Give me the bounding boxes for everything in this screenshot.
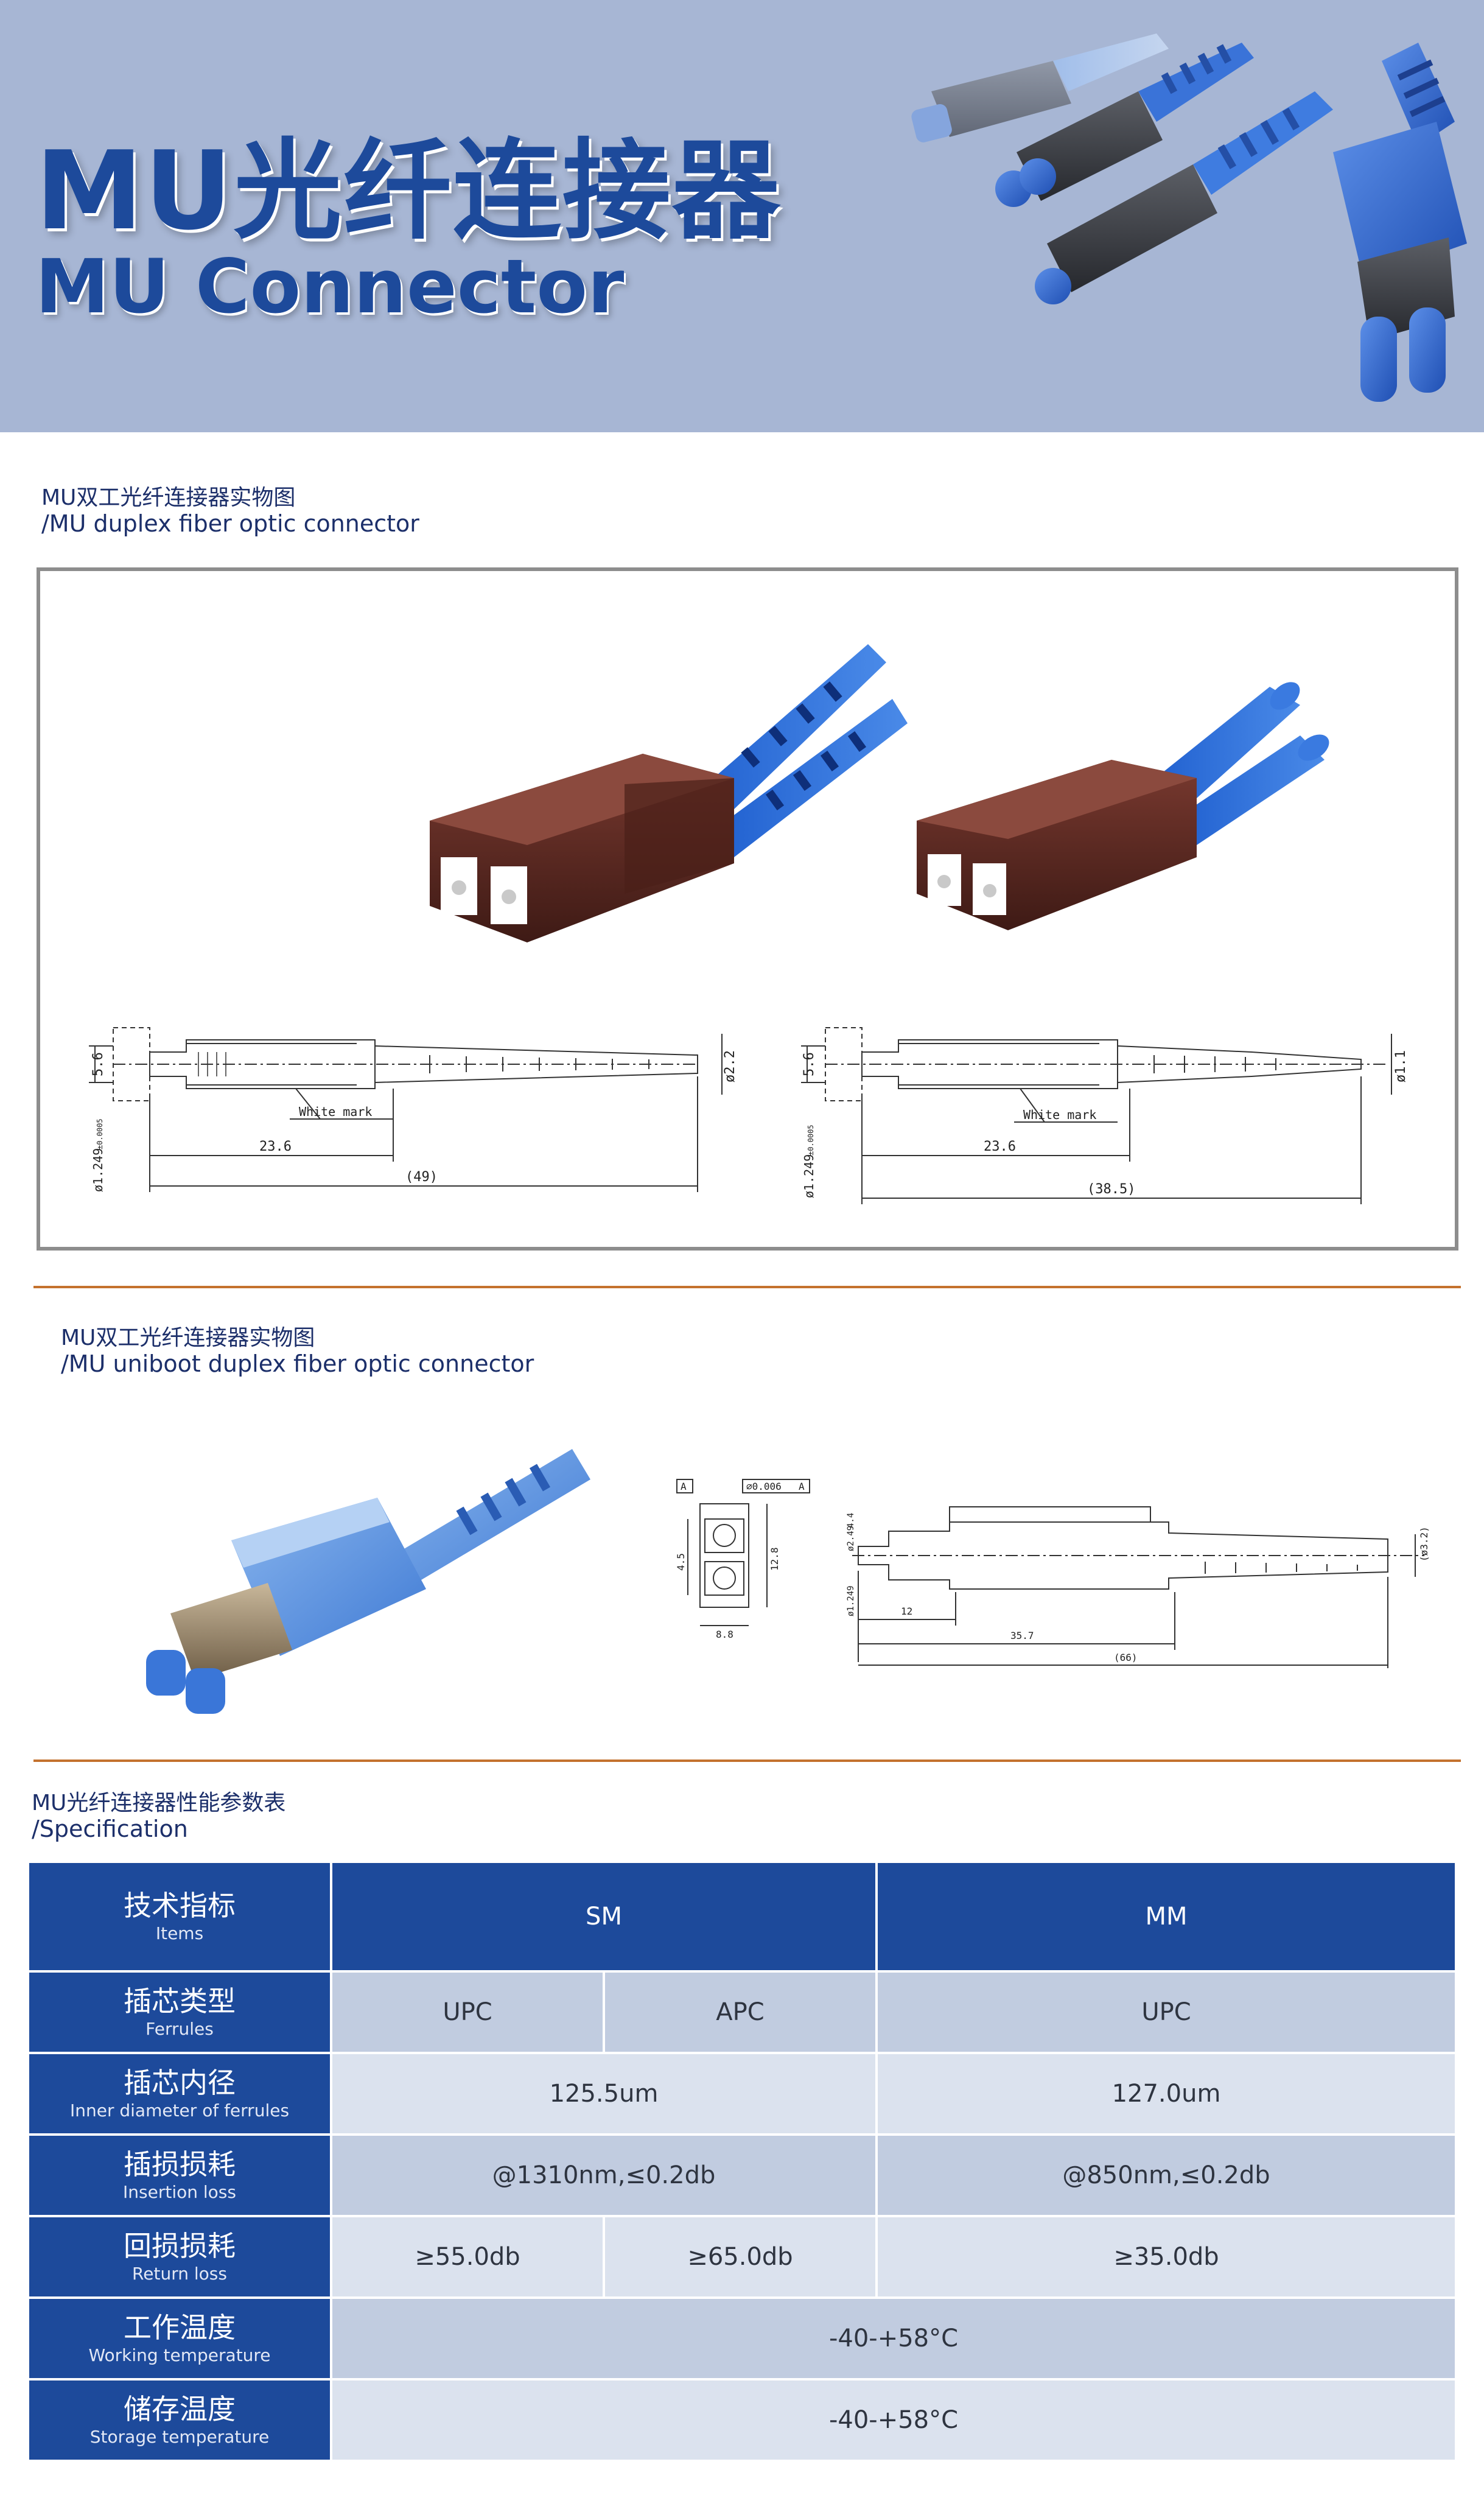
table-header-row: 技术指标 Items SM MM <box>29 1863 1455 1970</box>
uniboot-dim-tip: (ø3.2) <box>1418 1526 1430 1562</box>
section-divider-2 <box>33 1759 1461 1762</box>
uniboot-dim-v1: 4.5 <box>675 1553 687 1571</box>
header-sm: SM <box>330 1863 875 1970</box>
section1-caption-cn: MU双工光纤连接器实物图 <box>41 485 296 510</box>
uniboot-connector-photo <box>146 1449 590 1714</box>
cell-sm: 125.5um <box>330 2052 875 2133</box>
left-note-white-mark: White mark <box>299 1104 372 1119</box>
right-dim-len1: 23.6 <box>984 1139 1016 1154</box>
cell-sm-apc: ≥65.0db <box>603 2215 875 2296</box>
right-dim-diameter: ø1.249 <box>802 1154 816 1198</box>
section3-caption-cn: MU光纤连接器性能参数表 <box>32 1791 286 1816</box>
cell-mm: ≥35.0db <box>875 2215 1455 2296</box>
uniboot-dim-v2: 12.8 <box>769 1547 780 1571</box>
hero-connector-front-dark <box>1035 91 1333 304</box>
right-dim-height: 5.6 <box>802 1052 817 1076</box>
duplex-connector-photo-left <box>430 644 908 942</box>
uniboot-drawing: A ⌀0.006 A 4.5 12.8 8.8 ø2.49 4.4 ø1.249… <box>675 1479 1430 1668</box>
section2-caption-cn: MU双工光纤连接器实物图 <box>61 1325 315 1350</box>
duplex-connector-photo-right <box>917 682 1329 930</box>
header-mm: MM <box>875 1863 1455 1970</box>
cell-mm: UPC <box>875 1970 1455 2052</box>
cell-mm: @850nm,≤0.2db <box>875 2133 1455 2215</box>
uniboot-dim-12: 12 <box>901 1605 912 1617</box>
uniboot-dim-d1: ø2.49 <box>846 1526 856 1551</box>
uniboot-dim-d3: ø1.249 <box>846 1585 856 1616</box>
hero-connector-back <box>911 33 1169 142</box>
hero-connector-uniboot <box>1333 43 1467 402</box>
cell-all: -40-+58°C <box>330 2296 1455 2378</box>
duplex-connector-frame: 5.6 ø1.249 ±0.0005 ø2.2 White mark 23.6 … <box>37 567 1458 1251</box>
hero-connector-middle <box>995 43 1254 207</box>
cell-mm: 127.0um <box>875 2052 1455 2133</box>
right-dim-tol: ±0.0005 <box>807 1124 815 1156</box>
duplex-drawing-left: 5.6 ø1.249 ±0.0005 ø2.2 White mark 23.6 … <box>89 1027 738 1192</box>
uniboot-datum-a: A <box>681 1481 687 1492</box>
hero-banner: MU光纤连接器 MU Connector <box>0 0 1484 432</box>
cell-all: -40-+58°C <box>330 2378 1455 2460</box>
cell-sm: @1310nm,≤0.2db <box>330 2133 875 2215</box>
uniboot-tol-datum: A <box>799 1481 805 1492</box>
uniboot-dim-d2: 4.4 <box>846 1513 856 1528</box>
section3-caption-en: /Specification <box>32 1816 188 1842</box>
cell-sm-apc: APC <box>603 1970 875 2052</box>
left-dim-total: (49) <box>405 1170 438 1185</box>
right-dim-total: (38.5) <box>1087 1182 1135 1197</box>
uniboot-dim-357: 35.7 <box>1010 1630 1034 1641</box>
section1-caption-en: /MU duplex fiber optic connector <box>41 510 419 537</box>
left-dim-tip: ø2.2 <box>723 1050 738 1082</box>
uniboot-tolerance: ⌀0.006 <box>746 1481 782 1492</box>
cell-sm-upc: ≥55.0db <box>330 2215 603 2296</box>
right-note-white-mark: White mark <box>1023 1107 1096 1122</box>
left-dim-tol: ±0.0005 <box>96 1118 104 1149</box>
hero-title-cn: MU光纤连接器 <box>35 128 782 254</box>
cell-sm-upc: UPC <box>330 1970 603 2052</box>
right-dim-tip: ø1.1 <box>1393 1050 1409 1082</box>
hero-title-en: MU Connector <box>35 244 625 330</box>
left-dim-len1: 23.6 <box>259 1139 292 1154</box>
uniboot-dim-66: (66) <box>1114 1652 1138 1663</box>
left-dim-height: 5.6 <box>91 1052 106 1076</box>
section-divider-1 <box>33 1286 1461 1288</box>
duplex-drawing-right: 5.6 ø1.249 ±0.0005 ø1.1 White mark 23.6 … <box>801 1027 1409 1204</box>
header-items: 技术指标 Items <box>29 1863 330 1970</box>
left-dim-diameter: ø1.249 <box>91 1148 105 1192</box>
hero-connectors-illustration <box>911 33 1467 402</box>
uniboot-dim-h1: 8.8 <box>716 1629 733 1640</box>
section2-caption-en: /MU uniboot duplex fiber optic connector <box>61 1350 534 1377</box>
